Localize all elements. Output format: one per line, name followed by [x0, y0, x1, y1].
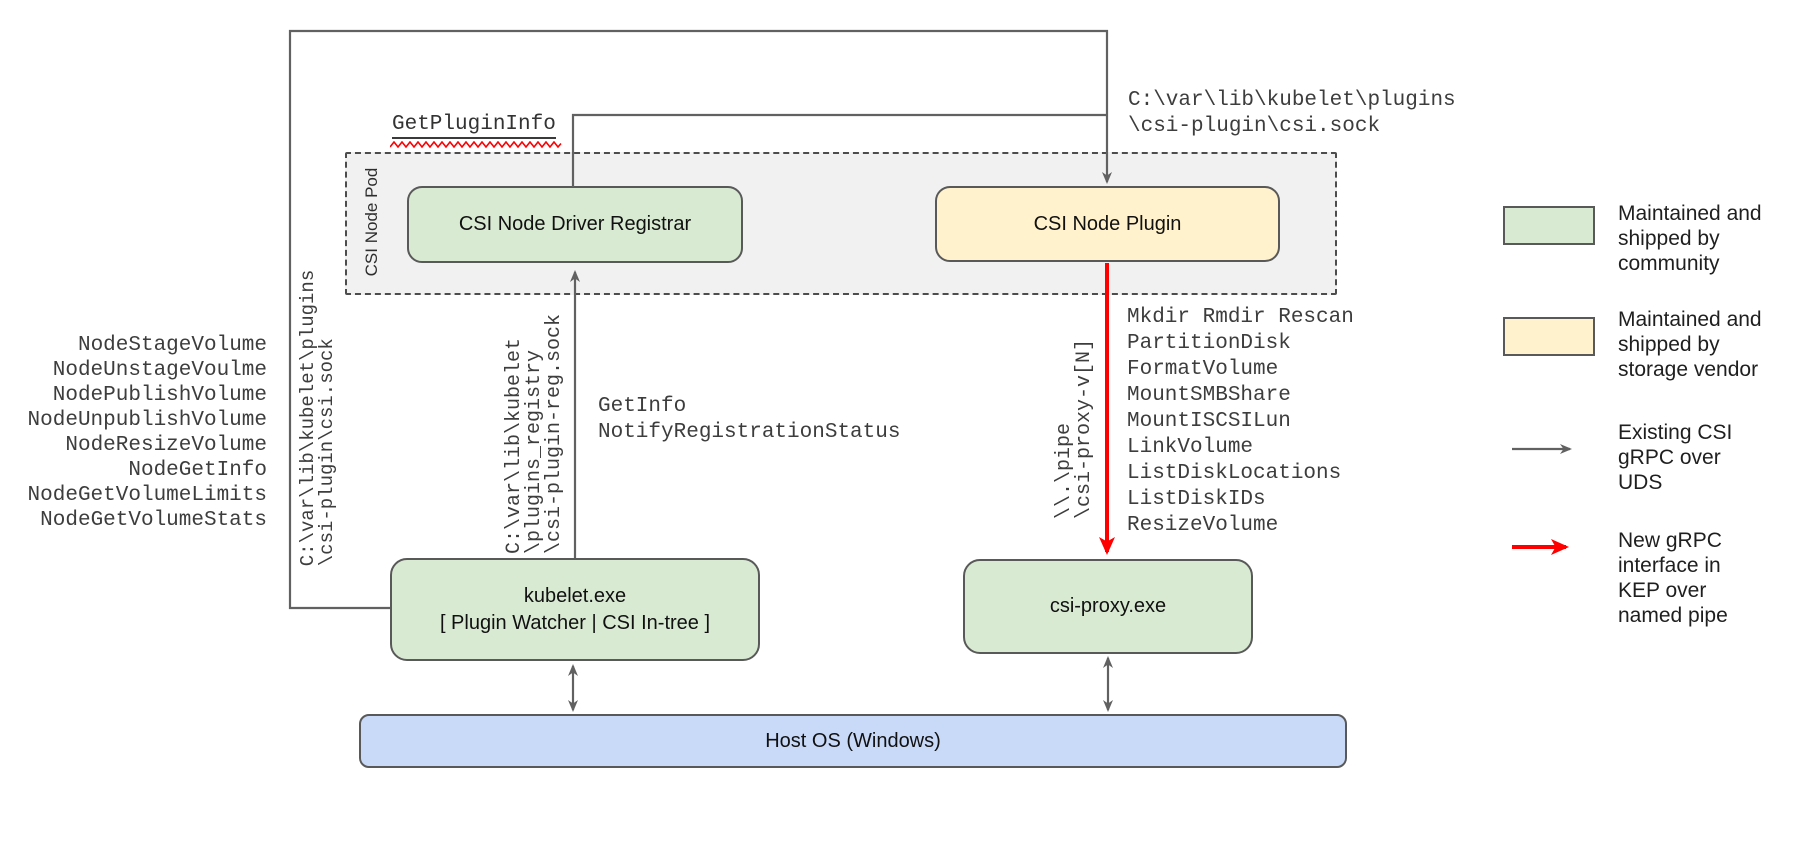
legend-vendor-swatch — [1503, 317, 1595, 356]
red-squiggle-underline — [390, 141, 562, 149]
csi-sock-path-rotated-label: C:\var\lib\kubelet\plugins \csi-plugin\c… — [297, 269, 338, 567]
csi-node-pod-label: CSI Node Pod — [362, 167, 381, 277]
node-rpc-list: NodeStageVolume NodeUnstageVoulme NodePu… — [27, 334, 267, 532]
get-plugin-info-label: GetPluginInfo — [392, 113, 556, 139]
named-pipe-path-label: \\.\pipe \csi-proxy-v[N] — [1053, 338, 1096, 520]
host-os-box: Host OS (Windows) — [359, 714, 1347, 768]
registration-sock-path-label: C:\var\lib\kubelet \plugins_registry \cs… — [503, 313, 566, 555]
legend-vendor-label: Maintained and shipped by storage vendor — [1618, 308, 1762, 381]
csi-proxy-box: csi-proxy.exe — [963, 559, 1253, 654]
csi-sock-path-label: C:\var\lib\kubelet\plugins \csi-plugin\c… — [1128, 89, 1456, 138]
legend-pipe-label: New gRPC interface in KEP over named pip… — [1618, 529, 1728, 627]
registration-calls-label: GetInfo NotifyRegistrationStatus — [598, 395, 901, 444]
legend-community-swatch — [1503, 206, 1595, 245]
kubelet-box: kubelet.exe [ Plugin Watcher | CSI In-tr… — [390, 558, 760, 661]
legend-uds-label: Existing CSI gRPC over UDS — [1618, 421, 1733, 494]
csi-node-plugin-box: CSI Node Plugin — [935, 186, 1280, 262]
csi-node-driver-registrar-box: CSI Node Driver Registrar — [407, 186, 743, 263]
legend-community-label: Maintained and shipped by community — [1618, 202, 1762, 275]
csi-proxy-api-list: Mkdir Rmdir Rescan PartitionDisk FormatV… — [1127, 306, 1354, 537]
